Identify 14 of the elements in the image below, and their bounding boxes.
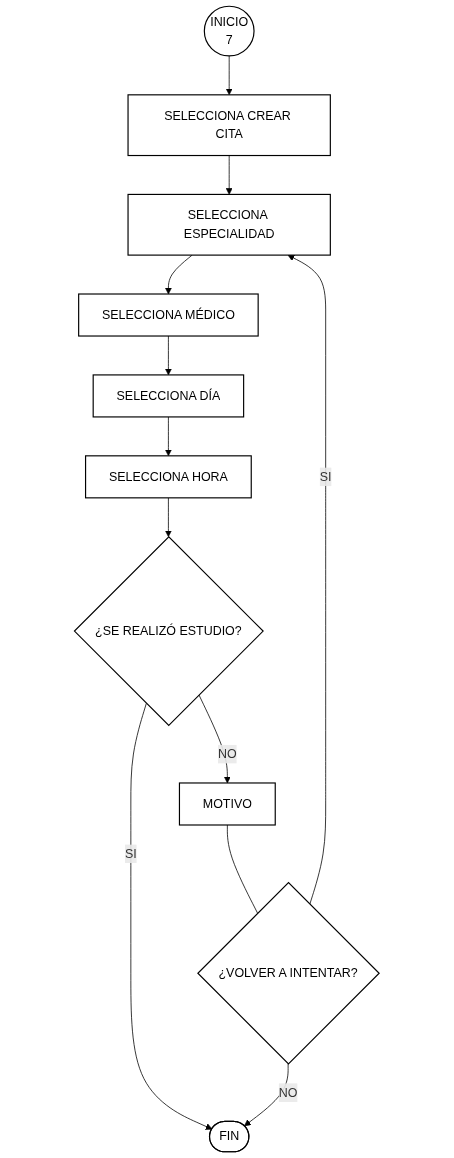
node-box: SELECCIONA MÉDICO <box>78 293 259 337</box>
edge-label: SI <box>125 846 137 861</box>
node-box: SELECCIONA CREAR CITA <box>127 94 332 157</box>
edge-label: NO <box>278 1085 298 1099</box>
node-circle: INICIO 7 <box>203 5 255 57</box>
node-diamond: ¿SE REALIZÓ ESTUDIO? <box>73 535 265 727</box>
node-box: SELECCIONA HORA <box>85 455 252 499</box>
node-box: MOTIVO <box>179 782 276 826</box>
edge-label: SI <box>319 469 332 484</box>
edge-label: NO <box>218 747 237 761</box>
connector <box>227 824 259 914</box>
node-box: SELECCIONA DÍA <box>92 374 245 418</box>
node-diamond: ¿VOLVER A INTENTAR? <box>197 881 381 1065</box>
node-box: SELECCIONA ESPECIALIDAD <box>127 193 332 256</box>
